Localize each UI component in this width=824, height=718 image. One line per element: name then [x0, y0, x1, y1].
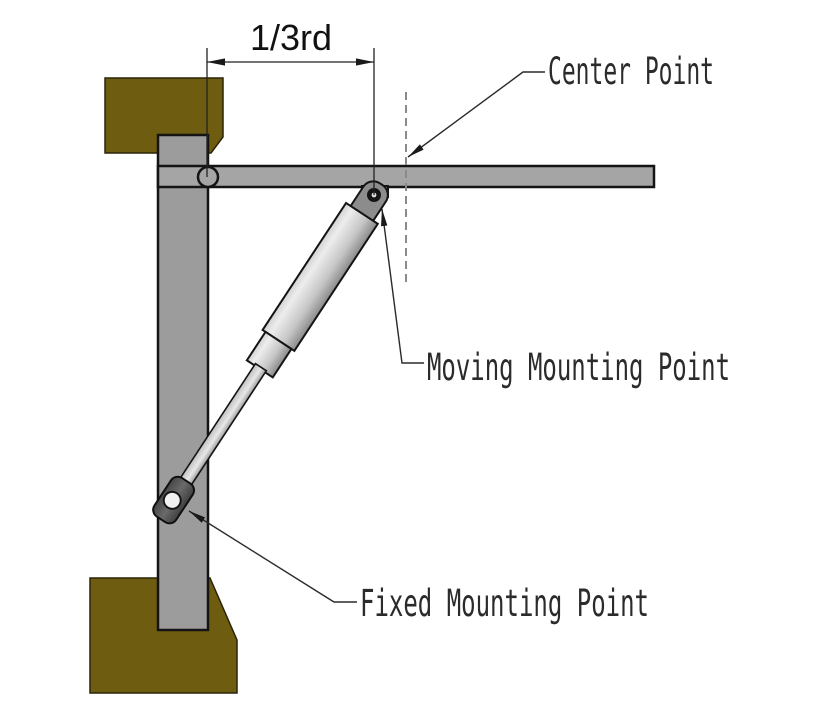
moving-mount-arrow-icon [381, 209, 388, 227]
dimension-label: 1/3rd [250, 17, 332, 58]
dim-arrow-left-icon [207, 58, 225, 66]
moving-mount-leader [381, 208, 424, 364]
center-point-leader [407, 71, 545, 158]
strut-cylinder [261, 201, 380, 353]
arm-pivot-pin [196, 165, 220, 189]
fixed-mount-arrow-icon [189, 511, 206, 523]
fixed-mount-label: Fixed Mounting Point [360, 582, 649, 625]
center-point-arrow-icon [408, 144, 424, 157]
moving-mount-label: Moving Mounting Point [427, 346, 730, 389]
dim-arrow-right-icon [356, 58, 374, 66]
gas-strut [152, 180, 389, 525]
fixed-mount-leader [188, 510, 357, 603]
vertical-post [156, 133, 210, 632]
center-point-label: Center Point [548, 50, 714, 93]
bottom-clevis-hole [162, 490, 182, 510]
